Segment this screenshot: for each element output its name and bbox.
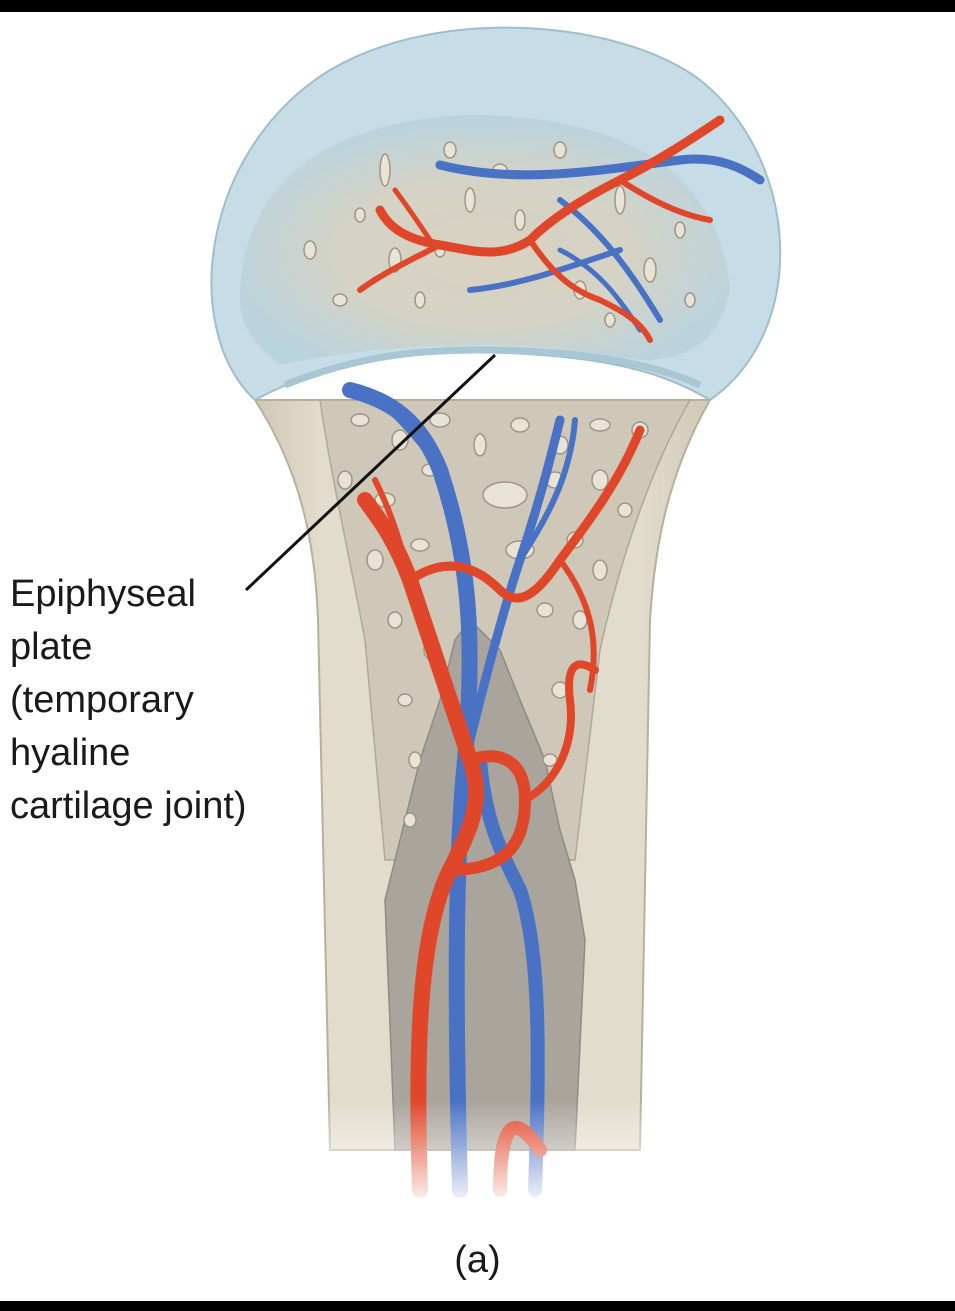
epiphyseal-plate [283,346,702,389]
callout-line-4: hyaline [10,732,131,774]
callout-leader-line [244,353,497,592]
callout-line-1: Epiphyseal [10,573,196,615]
callout-line-5: cartilage joint) [10,785,247,827]
veins [342,154,765,1198]
bottom-border-bar [0,1301,955,1311]
arteries [357,115,725,1198]
callout-line-3: (temporary [10,679,194,721]
panel-label: (a) [454,1239,501,1281]
callout-line-2: plate [10,626,93,668]
epiphyseal-plate-label: Epiphyseal plate (temporary hyaline cart… [10,568,247,833]
top-border-bar [0,0,955,12]
shaft-fade [300,1100,670,1210]
